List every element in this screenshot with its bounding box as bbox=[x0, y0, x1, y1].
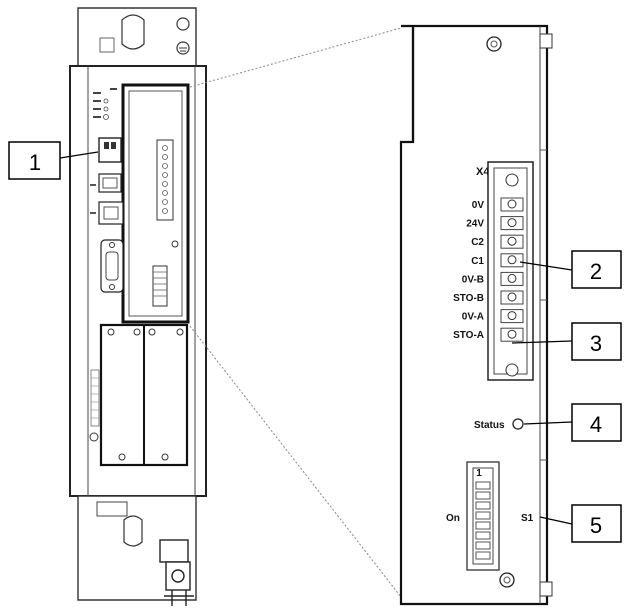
pin-label-3: C1 bbox=[471, 256, 484, 267]
zoom-lines bbox=[189, 27, 402, 598]
pin-label-4: 0V-B bbox=[462, 274, 484, 285]
pin-screw-icon-7 bbox=[507, 329, 517, 339]
dip-switch-positions bbox=[475, 481, 491, 560]
dip-position-4[interactable] bbox=[475, 511, 491, 520]
pin-label-1: 24V bbox=[466, 219, 484, 230]
switch-first-position: 1 bbox=[476, 468, 482, 479]
keyhole-slot bbox=[121, 14, 145, 50]
pin-screw-icon-2 bbox=[507, 236, 517, 246]
callout-4-box bbox=[571, 403, 622, 442]
pin-label-6: 0V-A bbox=[462, 312, 484, 323]
dip-position-2[interactable] bbox=[475, 491, 491, 500]
callouts: 1 2 3 4 5 bbox=[8, 141, 622, 543]
pin-screw-icon-1 bbox=[507, 218, 517, 228]
dip-position-1[interactable] bbox=[475, 481, 491, 490]
pin-screw-icon-5 bbox=[507, 292, 517, 302]
pin-screw-icon-6 bbox=[507, 311, 517, 321]
callout-1-box bbox=[8, 141, 61, 180]
pin-label-7: STO-A bbox=[453, 330, 484, 341]
switch-name: S1 bbox=[521, 513, 534, 524]
callout-1: 1 bbox=[29, 150, 41, 175]
callout-3-box bbox=[571, 322, 622, 361]
dip-position-8[interactable] bbox=[475, 551, 491, 560]
callout-4: 4 bbox=[590, 412, 602, 437]
callout-5: 5 bbox=[590, 513, 602, 538]
switch-on-label: On bbox=[446, 513, 460, 524]
pin-label-5: STO-B bbox=[453, 293, 484, 304]
pin-screw-icon-3 bbox=[507, 255, 517, 265]
dip-position-7[interactable] bbox=[475, 541, 491, 550]
device-overview bbox=[69, 7, 207, 606]
usb-port bbox=[98, 137, 122, 163]
status-led-icon bbox=[512, 418, 524, 430]
pin-label-2: C2 bbox=[471, 237, 484, 248]
status-label: Status bbox=[474, 420, 505, 431]
dip-position-5[interactable] bbox=[475, 521, 491, 530]
cable-clamp bbox=[159, 539, 194, 606]
callout-2: 2 bbox=[590, 259, 602, 284]
callout-3: 3 bbox=[590, 331, 602, 356]
ground-screw-icon bbox=[176, 17, 190, 31]
pin-screw-icon-4 bbox=[507, 273, 517, 283]
pin-screw-icon-0 bbox=[507, 199, 517, 209]
x40-terminal-mini bbox=[156, 139, 174, 221]
callout-5-box bbox=[571, 504, 622, 543]
dip-position-6[interactable] bbox=[475, 531, 491, 540]
pin-label-0: 0V bbox=[472, 200, 485, 211]
dip-position-3[interactable] bbox=[475, 501, 491, 510]
callout-2-box bbox=[571, 250, 622, 289]
